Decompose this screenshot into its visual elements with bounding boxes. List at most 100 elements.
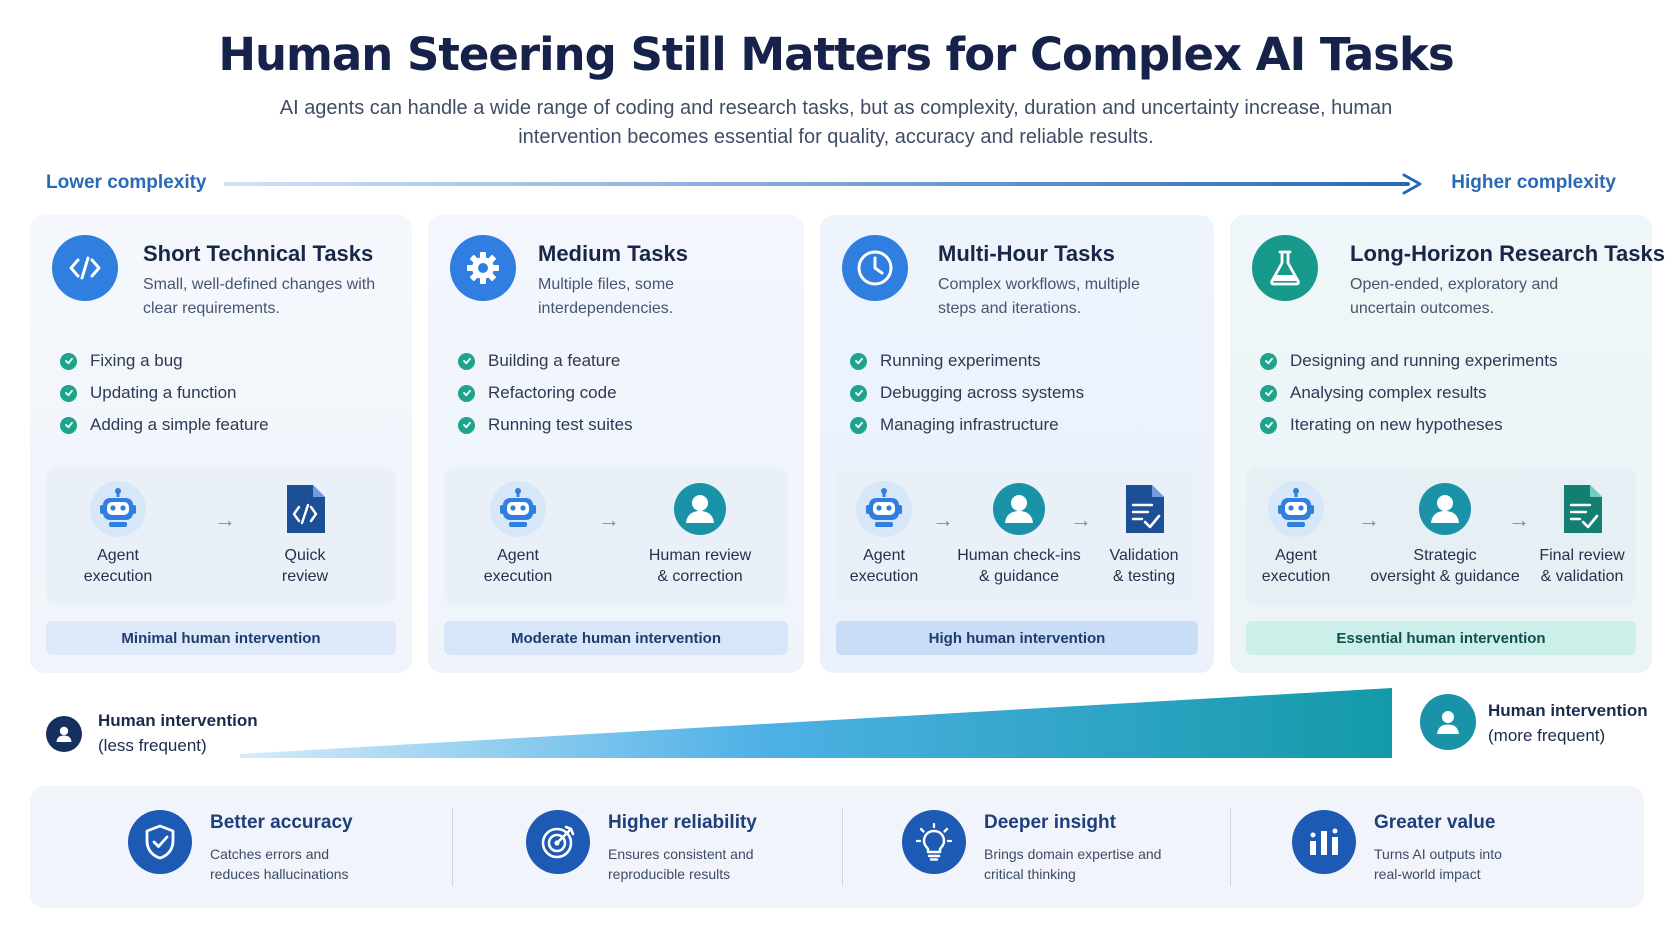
shield-check-icon [128,810,192,874]
intervention-more-frequent: Human intervention (more frequent) [1488,701,1648,745]
workflow-step: Human review & correction [630,479,770,587]
intervention-intensity-wedge [240,688,1392,758]
list-item: Analysing complex results [1260,377,1557,409]
code-file-icon [275,479,335,539]
card-description: Small, well-defined changes with clear r… [143,276,376,317]
card-title: Multi-Hour Tasks [938,241,1115,266]
step-label: Agent execution [1261,547,1331,585]
benefit-title: Deeper insight [984,812,1116,833]
task-examples-list: Building a feature Refactoring code Runn… [458,345,633,441]
card-description: Multiple files, some interdependencies. [538,276,675,317]
check-icon [60,352,77,370]
benefit-title: Better accuracy [210,812,353,833]
person-icon [1415,479,1475,539]
card-title: Long-Horizon Research Tasks [1350,241,1665,266]
benefit-title: Greater value [1374,812,1496,833]
workflow-panel: Agent execution → Human review & correct… [444,467,788,605]
check-icon [1260,416,1277,434]
lower-complexity-label: Lower complexity [46,172,207,193]
benefit-description: Ensures consistent and reproducible resu… [608,846,754,882]
robot-icon [1266,479,1326,539]
card-multi-hour-tasks: Multi-Hour Tasks Complex workflows, mult… [820,215,1214,673]
workflow-step: Agent execution [836,479,932,587]
check-icon [60,384,77,402]
card-description: Complex workflows, multiple steps and it… [938,276,1140,317]
workflow-step: Strategic oversight & guidance [1360,479,1530,587]
workflow-panel: Agent execution → Human check-ins & guid… [836,467,1198,605]
card-long-horizon-research-tasks: Long-Horizon Research Tasks Open-ended, … [1230,215,1665,673]
step-label: Strategic oversight & guidance [1370,547,1520,585]
arrow-right-icon: → [1508,507,1530,532]
benefit-description: Turns AI outputs into real-world impact [1374,846,1502,882]
workflow-panel: Agent execution → Strategic oversight & … [1246,467,1636,605]
arrow-right-icon: → [1358,507,1380,532]
target-icon [526,810,590,874]
card-medium-tasks: Medium Tasks Multiple files, some interd… [428,215,804,673]
step-label: Validation & testing [1109,547,1179,585]
step-label: Agent execution [849,547,919,585]
lightbulb-icon [902,810,966,874]
bar-chart-icon [1292,810,1356,874]
card-description: Open-ended, exploratory and uncertain ou… [1350,276,1559,317]
list-item: Managing infrastructure [850,409,1084,441]
intervention-less-frequent: Human intervention (less frequent) [98,711,258,755]
check-icon [850,352,867,370]
task-examples-list: Designing and running experiments Analys… [1260,345,1557,441]
benefits-panel: Better accuracy Catches errors and reduc… [30,786,1644,908]
check-icon [850,384,867,402]
list-item: Refactoring code [458,377,633,409]
checklist-document-icon [1114,479,1174,539]
page-title: Human Steering Still Matters for Complex… [218,28,1454,81]
check-icon [458,352,475,370]
clock-icon [842,235,908,301]
check-icon [458,416,475,434]
workflow-step: Quick review [250,479,360,587]
arrow-right-icon: → [214,507,236,532]
divider [842,808,843,886]
check-icon [1260,384,1277,402]
check-icon [60,416,77,434]
workflow-step: Agent execution [468,479,568,587]
step-label: Quick review [281,547,329,585]
workflow-step: Agent execution [1248,479,1344,587]
task-examples-list: Running experiments Debugging across sys… [850,345,1084,441]
divider [452,808,453,886]
checklist-document-icon [1552,479,1612,539]
step-label: Human check-ins & guidance [957,547,1081,585]
step-label: Agent execution [83,547,153,585]
card-short-technical-tasks: Short Technical Tasks Small, well-define… [30,215,412,673]
check-icon [458,384,475,402]
list-item: Running experiments [850,345,1084,377]
intervention-level-badge: Essential human intervention [1246,621,1636,655]
arrow-right-icon: → [598,507,620,532]
higher-complexity-label: Higher complexity [1451,172,1616,193]
robot-icon [854,479,914,539]
workflow-step: Agent execution [68,479,168,587]
person-icon [1420,694,1476,750]
gear-icon [450,235,516,301]
list-item: Designing and running experiments [1260,345,1557,377]
robot-icon [488,479,548,539]
workflow-step: Human check-ins & guidance [946,479,1092,587]
benefit-title: Higher reliability [608,812,757,833]
check-icon [850,416,867,434]
list-item: Updating a function [60,377,269,409]
card-title: Short Technical Tasks [143,241,374,266]
intervention-level-badge: Moderate human intervention [444,621,788,655]
list-item: Fixing a bug [60,345,269,377]
benefit-description: Catches errors and reduces hallucination… [210,846,349,882]
benefit-description: Brings domain expertise and critical thi… [984,846,1162,882]
workflow-panel: Agent execution → Quick review [46,467,396,605]
list-item: Adding a simple feature [60,409,269,441]
card-title: Medium Tasks [538,241,688,266]
intervention-level-badge: Minimal human intervention [46,621,396,655]
list-item: Building a feature [458,345,633,377]
person-icon [670,479,730,539]
check-icon [1260,352,1277,370]
step-label: Final review & validation [1539,547,1625,585]
list-item: Debugging across systems [850,377,1084,409]
code-icon [52,235,118,301]
person-icon [46,716,82,752]
person-icon [989,479,1049,539]
workflow-step: Final review & validation [1528,479,1636,587]
